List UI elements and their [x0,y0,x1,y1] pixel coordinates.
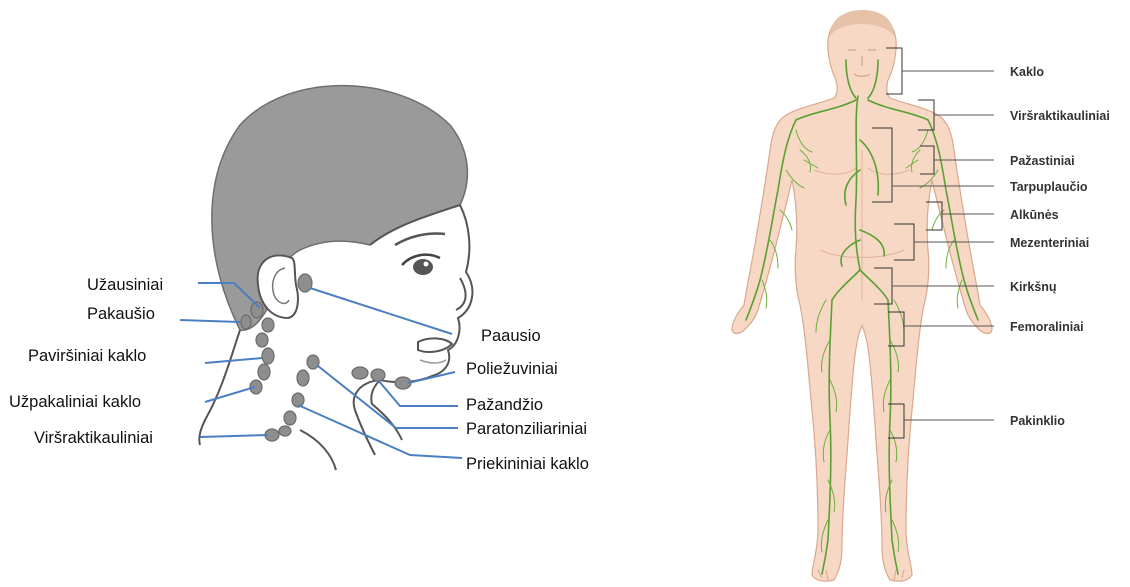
label-mezenteriniai: Mezenteriniai [1010,236,1089,250]
node-neck-2 [262,348,274,364]
node-uzausiniai-2 [262,318,274,332]
label-uzausiniai: Užausiniai [87,276,163,294]
child-head-illustration [199,86,472,470]
node-virsraktikauliniai-2 [279,426,291,436]
label-pavirsiniai-kaklo: Paviršiniai kaklo [28,347,146,365]
node-pazandzio-2 [371,369,385,381]
label-kirksnu: Kirkšnų [1010,280,1057,294]
node-neck-3 [258,364,270,380]
child-shoulder-line [300,430,336,470]
child-face-outline [370,205,472,440]
leader-pakausio [180,320,240,322]
label-paratonziliariniai: Paratonziliariniai [466,420,587,438]
node-paratonziliariniai [307,355,319,369]
label-poliezuviniai: Poliežuviniai [466,360,558,378]
label-paausio: Paausio [481,327,541,345]
human-body-illustration [732,10,992,581]
leader-pavirsiniai-kaklo [205,358,262,363]
label-femoraliniai: Femoraliniai [1010,320,1084,334]
node-anterior-2 [292,393,304,407]
label-uzpakaliniai-kaklo: Užpakaliniai kaklo [9,393,141,411]
label-alkunes: Alkūnės [1010,208,1059,222]
node-anterior-3 [284,411,296,425]
label-priekininiai-kaklo: Priekininiai kaklo [466,455,589,473]
label-kaklo: Kaklo [1010,65,1044,79]
label-pakausio: Pakaušio [87,305,155,323]
label-virsraktikauliniai: Viršraktikauliniai [34,429,153,447]
label-pazandzio: Pažandžio [466,396,543,414]
child-eye-highlight [424,262,429,267]
label-pazastiniai: Pažastiniai [1010,154,1075,168]
child-eye [413,259,433,275]
leader-virsraktikauliniai [200,435,268,437]
leader-uzpakaliniai-kaklo [205,387,255,402]
node-anterior-1 [297,370,309,386]
body-labels: Kaklo Viršraktikauliniai Pažastiniai Tar… [1010,65,1110,428]
node-neck-1 [256,333,268,347]
node-pazandzio-1 [352,367,368,379]
node-paausio [298,274,312,292]
label-tarpuplaucio: Tarpuplaučio [1010,180,1088,194]
leader-priekininiai-kaklo [298,405,462,458]
label-pakinklio: Pakinklio [1010,414,1065,428]
label-body-virsraktikauliniai: Viršraktikauliniai [1010,109,1110,123]
node-pakausio [241,315,251,329]
child-neck-back [199,330,240,445]
